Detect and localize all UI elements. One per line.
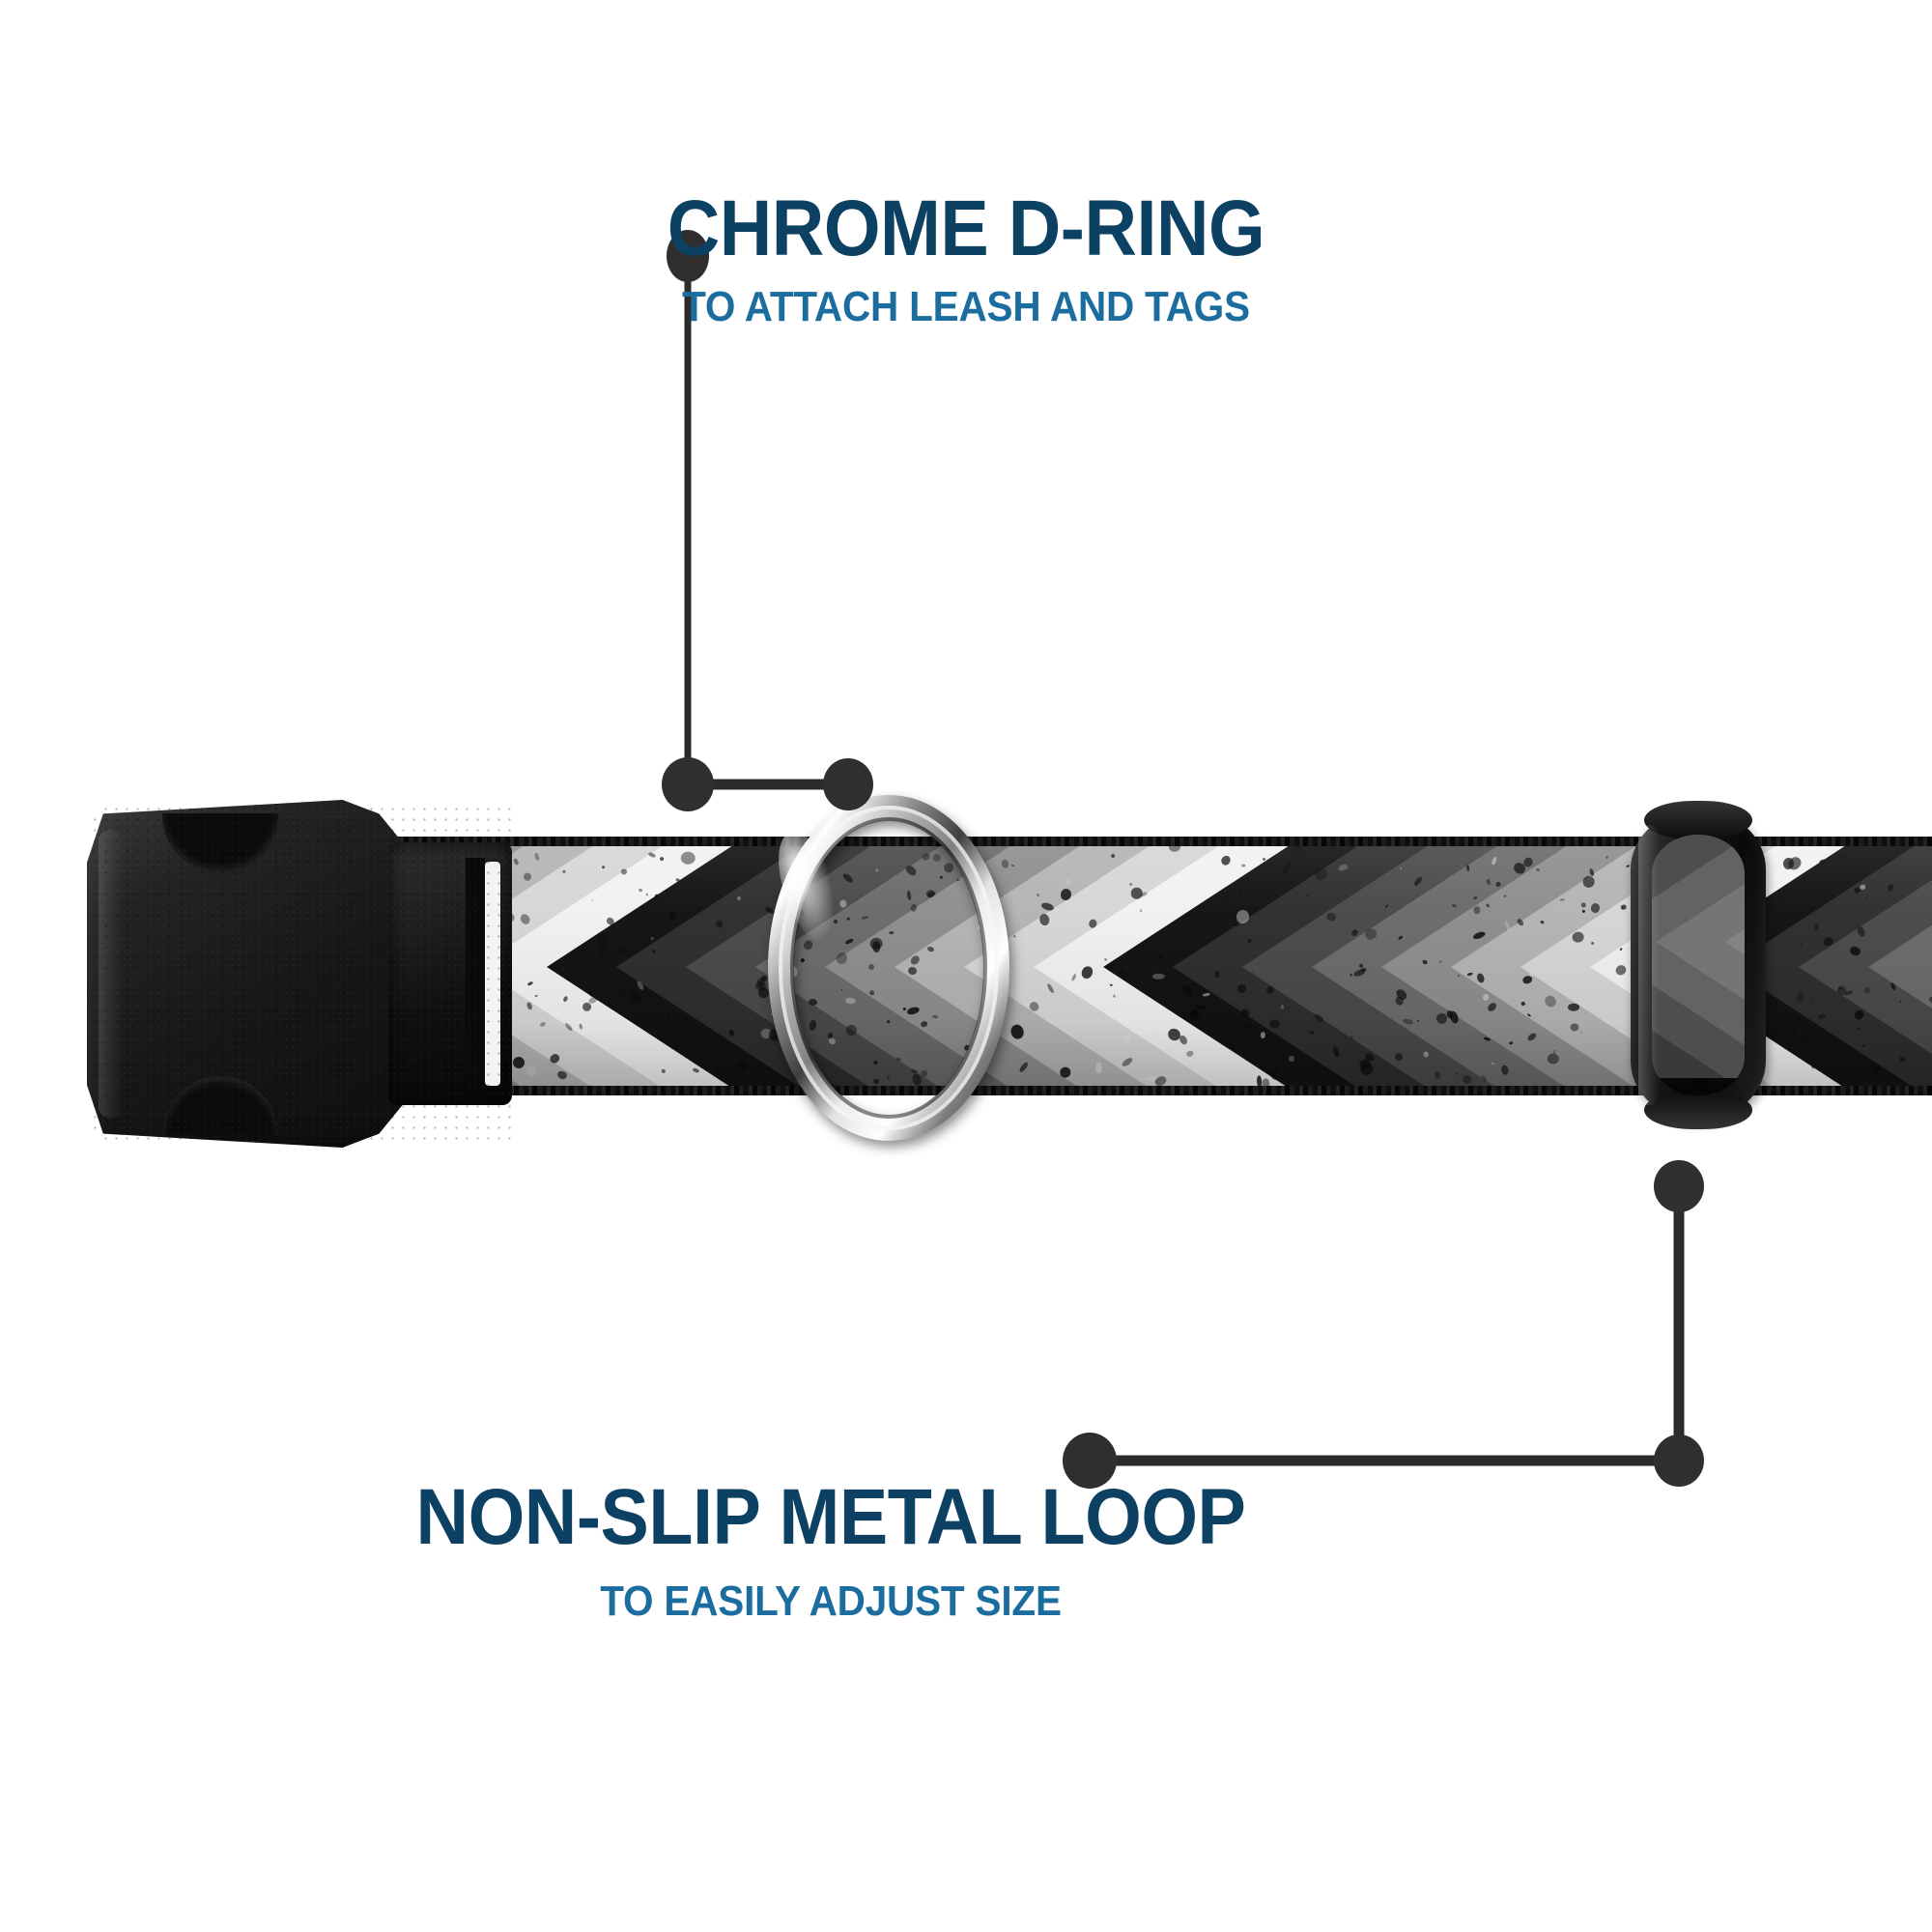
- strap-distress-speck: [1462, 1074, 1471, 1084]
- buckle-slot-shadow: [466, 858, 485, 1090]
- strap-top-edge: [377, 837, 1932, 846]
- d-ring-band: [779, 806, 999, 1130]
- callout-bottom-title: NON-SLIP METAL LOOP: [415, 1473, 1246, 1561]
- slider-lobe-bottom: [1644, 1091, 1752, 1129]
- buckle-highlight: [99, 829, 124, 1119]
- strap-distress-speck: [715, 920, 724, 928]
- strap-distress-speck: [1567, 1003, 1579, 1011]
- d-ring-shape: [768, 795, 1009, 1141]
- strap-bottom-edge: [377, 1086, 1932, 1095]
- strap-distress-speck: [1580, 901, 1587, 908]
- d-ring-band: [782, 810, 995, 1126]
- callout-top-subtitle: TO ATTACH LEASH AND TAGS: [682, 283, 1250, 330]
- strap-distress-speck: [512, 1056, 526, 1069]
- callout-top-title: CHROME D-RING: [667, 185, 1265, 272]
- side-release-buckle: [87, 800, 512, 1148]
- strap-distress-speck: [1446, 1009, 1453, 1019]
- slider-lobe-top: [1644, 801, 1752, 839]
- strap-distress-speck: [1280, 1004, 1285, 1010]
- strap-distress-speck: [661, 1068, 666, 1073]
- metal-slider-loop: [1631, 801, 1766, 1129]
- slider-window: [1652, 835, 1745, 1095]
- strap-distress-speck: [620, 993, 625, 998]
- buckle-strap-slot: [485, 862, 500, 1086]
- strap-distress-speck: [1569, 1023, 1579, 1032]
- callout-bottom-subtitle: TO EASILY ADJUST SIZE: [600, 1577, 1062, 1625]
- strap-distress-speck: [1814, 923, 1819, 931]
- callout-chrome-d-ring: CHROME D-RING TO ATTACH LEASH AND TAGS: [290, 189, 1642, 328]
- strap-distress-speck: [1012, 934, 1016, 938]
- chrome-d-ring: [766, 794, 1009, 1142]
- strap-distress-speck: [681, 851, 696, 865]
- callout-non-slip-metal-loop: NON-SLIP METAL LOOP TO EASILY ADJUST SIZ…: [155, 1478, 1507, 1623]
- d-ring-band: [790, 817, 987, 1119]
- strap-distress-speck: [619, 867, 628, 875]
- strap-distress-speck: [1095, 1062, 1102, 1074]
- strap-distress-speck: [1590, 941, 1595, 945]
- strap-distress-speck: [630, 991, 643, 1003]
- slider-window-shade: [1652, 835, 1745, 1095]
